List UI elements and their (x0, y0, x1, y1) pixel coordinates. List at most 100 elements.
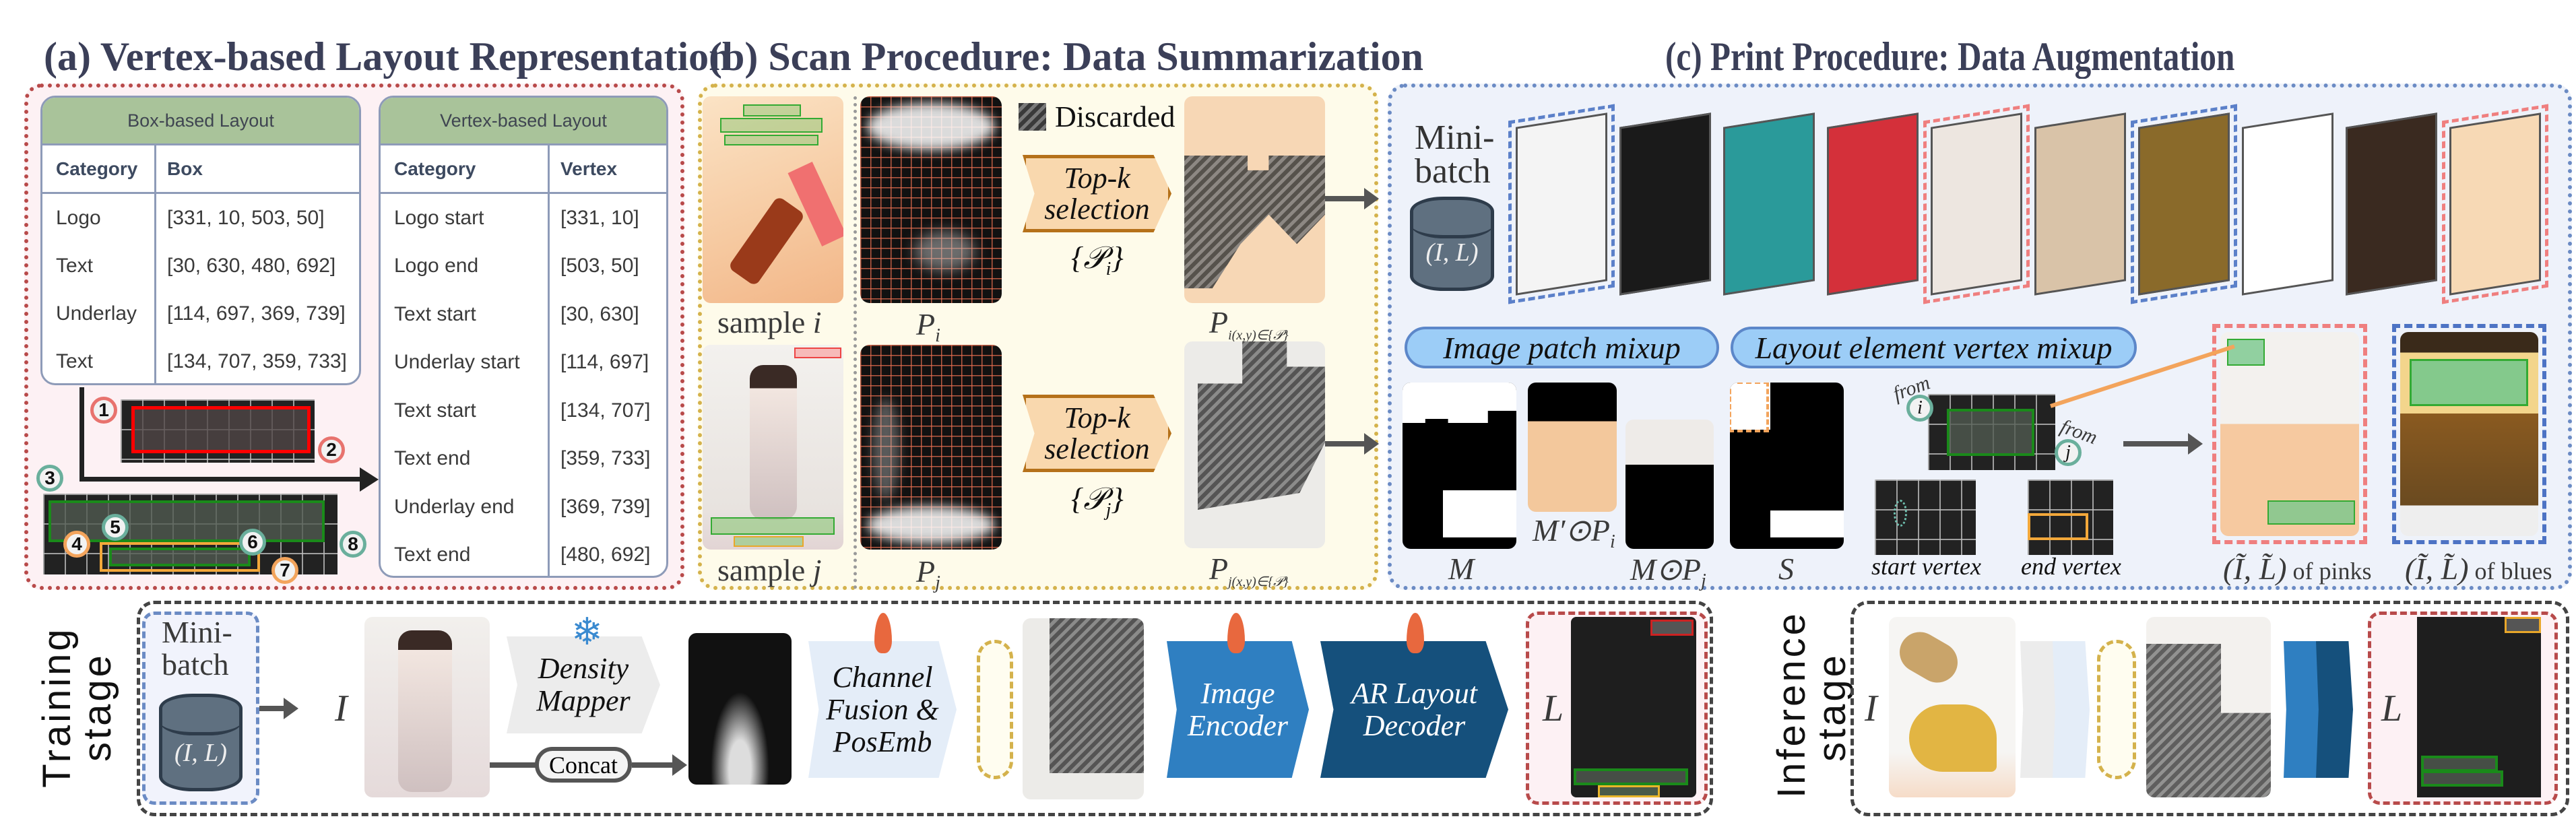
stage-line: Training (35, 626, 79, 788)
set-j-label: {𝒫j} (1071, 481, 1124, 521)
masked-i-label: M′⊙Pi (1533, 512, 1615, 553)
cell-value: [114, 697] (548, 338, 666, 387)
table-row: Logo end [503, 50] (381, 242, 666, 290)
cell-value: [480, 692] (548, 531, 666, 576)
table-row: Logo[331, 10, 503, 50] (42, 194, 359, 242)
suffix-label: of blues (2468, 558, 2552, 585)
fire-trainable-icon (1227, 613, 1245, 653)
cell-value: [369, 739] (548, 483, 666, 531)
mask-m (1403, 383, 1516, 549)
cell-category: Text end (394, 543, 471, 566)
set-sub: j (1105, 500, 1112, 521)
layout-element-box (1947, 409, 2034, 456)
inference-masked-image (2146, 617, 2271, 797)
label-sub: i(x,y)∈{𝒫} (1228, 328, 1289, 343)
vertex-based-table: Vertex-based Layout Category Vertex Logo… (379, 96, 668, 578)
density-map (688, 633, 792, 785)
vertex-number-badge: 1 (90, 397, 117, 424)
channel-fusion-module (2053, 641, 2090, 778)
label-base: M⊙P (1630, 552, 1701, 587)
set-i-label: {𝒫i} (1071, 240, 1124, 280)
image-patch-mixup-label: Image patch mixup (1405, 327, 1719, 368)
minibatch-sample-card (2442, 104, 2548, 304)
concat-line (490, 762, 537, 768)
cell-value: [359, 733] (548, 434, 666, 483)
training-layout-canvas (1571, 617, 1696, 797)
masked-j-label: M⊙Pj (1630, 551, 1706, 592)
density-mapper-module: Density Mapper (507, 636, 660, 733)
table-row: Text end[359, 733] (381, 434, 666, 483)
label-sub: j (1700, 570, 1706, 592)
minibatch-line: batch (162, 647, 229, 682)
table-row: Underlay[114, 697, 369, 739] (42, 290, 359, 337)
minibatch-line: Mini- (1415, 119, 1495, 157)
training-stage-container (137, 601, 1713, 816)
table-row: Logo start[331, 10] (381, 194, 666, 242)
minibatch-sample-card (2242, 112, 2333, 296)
snowflake-frozen-icon: ❄ (571, 610, 603, 653)
minibatch-line: Mini- (162, 615, 232, 649)
label-base: P (1209, 305, 1229, 339)
table-header-row: Category Vertex (381, 145, 666, 194)
ar-layout-decoder-module (2316, 641, 2353, 778)
density-j-label: Pj (916, 554, 940, 594)
vertex-number-badge: 5 (102, 514, 129, 541)
training-input-image (364, 617, 490, 797)
label-base: M′⊙P (1533, 513, 1611, 548)
inference-output-label: L (2381, 688, 2403, 729)
cell-category: Text (56, 350, 94, 372)
fire-trainable-icon (874, 613, 892, 653)
density-map-i (860, 96, 1002, 303)
arrow-right-icon (2123, 433, 2203, 455)
ar-layout-decoder-module: AR Layout Decoder (1320, 641, 1508, 778)
cell-category: Text start (394, 399, 476, 422)
label-sub: j (935, 572, 940, 594)
table-row: Text[30, 630, 480, 692] (42, 242, 359, 290)
database-icon: (I, L) (159, 694, 243, 791)
set-close: } (1111, 240, 1124, 275)
minibatch-sample-card (1923, 104, 2030, 304)
cell-category: Underlay end (394, 495, 515, 518)
panel-b-title: (b) Scan Procedure: Data Summarization (709, 34, 1424, 79)
vertex-mixup-grid (1928, 394, 2055, 470)
logo-layout-diagram (121, 399, 315, 463)
box-based-table: Box-based Layout Category Box Logo[331, … (40, 96, 361, 385)
masked-image-i (1528, 383, 1617, 512)
inference-input-label: I (1865, 688, 1877, 729)
sample-var: j (812, 553, 822, 587)
inference-layout-canvas (2417, 617, 2541, 797)
stage-line: Inference (1770, 611, 1813, 798)
conversion-arrow-horizontal (79, 477, 362, 482)
label-base: P (916, 554, 936, 589)
table-row: Text start[134, 707] (381, 387, 666, 435)
fire-trainable-icon (1407, 613, 1424, 653)
separator (854, 96, 857, 589)
table-row: Text end [480, 692] (381, 531, 666, 576)
channel-fusion-posemb-module: Channel Fusion & PosEmb (808, 641, 957, 778)
result-blues-label: (Ĩ, L̃) of blues (2405, 551, 2552, 587)
text-box (49, 500, 325, 542)
cell-value: [331, 10] (548, 194, 666, 242)
cell-category: Logo end (394, 255, 479, 277)
table-row: Text start[30, 630] (381, 290, 666, 339)
selected-j-label: Pj(x,y)∈{𝒫} (1209, 551, 1289, 590)
sample-i-label: sample i (717, 304, 822, 340)
suffix-label: of pinks (2286, 558, 2372, 585)
cell-value: [503, 50] (548, 242, 666, 290)
header-vertex: Vertex (548, 145, 666, 192)
arrowhead-icon (360, 467, 379, 492)
sample-j-image (703, 345, 843, 550)
mask-s (1730, 383, 1844, 549)
sample-text: sample (717, 553, 813, 587)
topk-selection-i: Top-k selection (1023, 155, 1171, 232)
training-minibatch-label: Mini-batch (162, 616, 232, 681)
cell-value: [30, 630, 480, 692] (154, 242, 359, 290)
inference-input-image (1889, 617, 2016, 797)
pair-label: (Ĩ, L̃) (2405, 552, 2469, 586)
cylinder-label: (I, L) (174, 739, 228, 767)
arrow-right-icon (1325, 188, 1379, 209)
arrow-right-icon (1325, 433, 1379, 455)
cell-value: [30, 630] (548, 290, 666, 339)
cell-value: [331, 10, 503, 50] (154, 194, 359, 242)
minibatch-sample-card (1508, 104, 1615, 304)
